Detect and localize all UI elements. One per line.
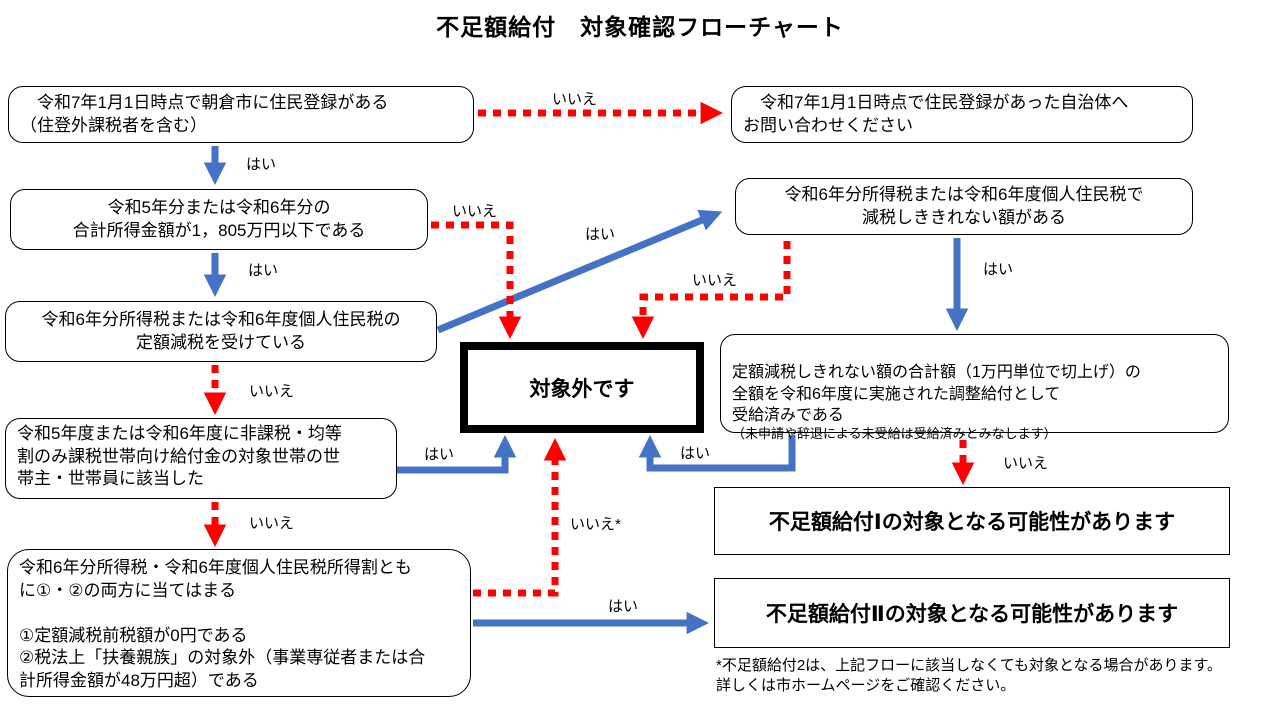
label-bothconditions-no-star: いいえ*: [570, 516, 621, 533]
node-residence: 令和7年1月1日時点で朝倉市に住民登録がある （住登外課税者を含む）: [8, 86, 474, 143]
arrow-household-yes: [397, 435, 517, 474]
adjustment-benefit-note: （未申請や辞退による未受給は受給済みとみなします）: [732, 426, 1057, 442]
label-taxreduction-yes: はい: [585, 226, 616, 243]
arrow-remainingtax-no: [631, 241, 791, 339]
label-income-yes: はい: [248, 262, 279, 279]
label-remainingtax-yes: はい: [983, 261, 1014, 278]
node-adjustment-benefit: 定額減税しきれない額の合計額（1万円単位で切上げ）の 全額を令和6年度に実施され…: [720, 334, 1229, 441]
label-remainingtax-no: いいえ: [692, 272, 738, 289]
arrow-taxreduction-yes-diagonal: [436, 209, 723, 334]
arrow-bothconditions-no-star: [473, 438, 567, 597]
node-contact: 令和7年1月1日時点で住民登録があった自治体へ お問い合わせください: [731, 86, 1193, 143]
arrow-adjustment-yes: [638, 435, 796, 472]
label-household-no: いいえ: [249, 515, 295, 532]
label-taxreduction-no: いいえ: [249, 383, 295, 400]
node-both-conditions: 令和6年分所得税・令和6年度個人住民税所得割とも に①・②の両方に当てはまる ①…: [7, 549, 471, 697]
node-result-2: 不足額給付Ⅱの対象となる可能性があります: [714, 578, 1230, 648]
label-residence-yes: はい: [246, 156, 277, 173]
title-text: 不足額給付 対象確認フローチャート: [436, 14, 844, 40]
label-household-yes: はい: [424, 446, 455, 463]
node-remaining-tax: 令和6年分所得税または令和6年度個人住民税で 減税しききれない額がある: [735, 178, 1193, 235]
adjustment-benefit-text: 定額減税しきれない額の合計額（1万円単位で切上げ）の 全額を令和6年度に実施され…: [732, 364, 1141, 424]
node-household-benefit: 令和5年度または令和6年度に非課税・均等 割のみ課税世帯向け給付金の対象世帯の世…: [5, 418, 397, 499]
footnote: *不足額給付2は、上記フローに該当しなくても対象となる場合があります。 詳しくは…: [716, 657, 1223, 695]
label-residence-no: いいえ: [552, 91, 598, 108]
page-title: 不足額給付 対象確認フローチャート: [0, 8, 1280, 42]
label-adjustment-yes: はい: [680, 445, 711, 462]
label-bothconditions-yes: はい: [608, 598, 639, 615]
label-income-no: いいえ: [452, 203, 498, 220]
node-income-limit: 令和5年分または令和6年分の 合計所得金額が1，805万円以下である: [10, 189, 428, 250]
node-excluded: 対象外です: [460, 342, 704, 433]
node-result-1: 不足額給付Ⅰの対象となる可能性があります: [714, 487, 1230, 555]
label-adjustment-no: いいえ: [1003, 455, 1049, 472]
node-tax-reduction: 令和6年分所得税または令和6年度個人住民税の 定額減税を受けている: [5, 301, 437, 362]
arrow-income-no: [431, 221, 522, 339]
